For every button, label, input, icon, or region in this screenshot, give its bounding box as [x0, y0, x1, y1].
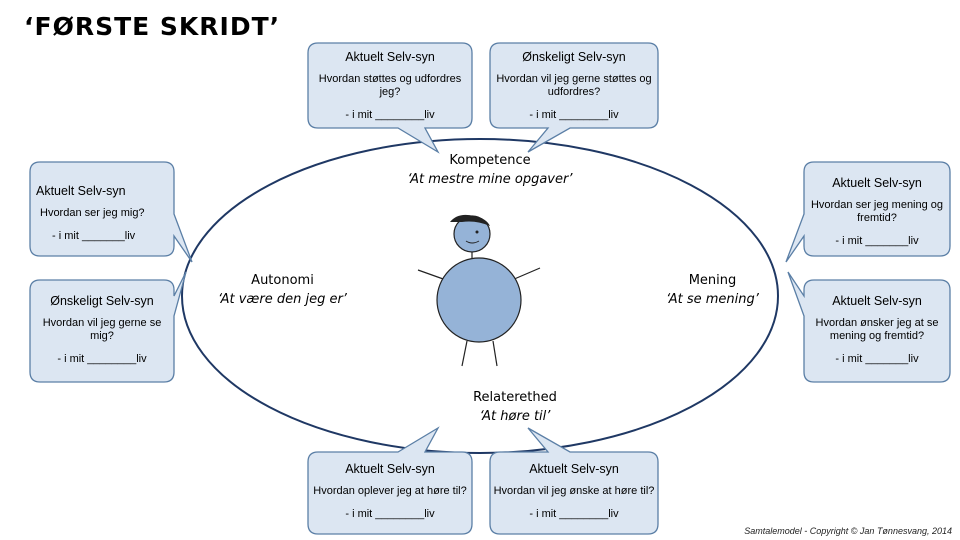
- competence-quote: ‘At mestre mine opgaver’: [407, 172, 573, 187]
- box-left-top: Aktuelt Selv-syn Hvordan ser jeg mig? - …: [32, 185, 172, 243]
- box-fill-line: - i mit _______liv: [835, 235, 919, 247]
- figure-cap: [450, 214, 490, 226]
- figure-body: [436, 257, 522, 343]
- box-fill-line: - i mit _______liv: [52, 230, 136, 242]
- label-relatedness: Relaterethed ‘At høre til’: [420, 388, 610, 426]
- box-heading: Aktuelt Selv-syn: [36, 184, 126, 198]
- competence-name: Kompetence: [449, 153, 531, 168]
- box-heading: Aktuelt Selv-syn: [832, 176, 922, 190]
- box-fill-line: - i mit ________liv: [345, 508, 435, 520]
- box-question: Hvordan vil jeg gerne støttes og udfordr…: [496, 73, 652, 98]
- label-competence: Kompetence ‘At mestre mine opgaver’: [395, 151, 585, 189]
- box-fill-line: - i mit ________liv: [529, 508, 619, 520]
- box-question: Hvordan støttes og udfordres jeg?: [318, 73, 462, 98]
- box-heading: Aktuelt Selv-syn: [345, 50, 435, 64]
- autonomy-name: Autonomi: [251, 273, 314, 288]
- label-autonomy: Autonomi ‘At være den jeg er’: [200, 271, 365, 309]
- box-fill-line: - i mit _______liv: [835, 353, 919, 365]
- figure-mouth: [465, 240, 480, 244]
- relatedness-quote: ‘At høre til’: [479, 409, 551, 424]
- box-question: Hvordan ønsker jeg at se mening og fremt…: [815, 317, 939, 342]
- meaning-name: Mening: [688, 273, 737, 288]
- bubble-top-left: [307, 42, 473, 154]
- box-heading: Aktuelt Selv-syn: [345, 462, 435, 476]
- box-heading: Ønskeligt Selv-syn: [522, 50, 626, 64]
- figure-right-leg: [492, 340, 498, 367]
- box-question: Hvordan vil jeg gerne se mig?: [42, 317, 162, 342]
- box-question: Hvordan ser jeg mening og fremtid?: [810, 199, 944, 224]
- box-bottom-left: Aktuelt Selv-syn Hvordan oplever jeg at …: [308, 463, 472, 521]
- page-title: ‘FØRSTE SKRIDT’: [24, 12, 281, 41]
- figure-eye: [475, 230, 479, 234]
- box-heading: Aktuelt Selv-syn: [529, 462, 619, 476]
- box-top-right: Ønskeligt Selv-syn Hvordan vil jeg gerne…: [490, 51, 658, 122]
- person-figure: [417, 214, 541, 367]
- box-bottom-right: Aktuelt Selv-syn Hvordan vil jeg ønske a…: [490, 463, 658, 521]
- bubble-right-top: [785, 161, 951, 263]
- bubble-bottom-left: [307, 426, 473, 535]
- copyright-footer: Samtalemodel - Copyright © Jan Tønnesvan…: [744, 526, 952, 536]
- bubble-top-right: [489, 42, 659, 153]
- box-question: Hvordan ser jeg mig?: [40, 207, 145, 219]
- figure-right-arm: [511, 267, 541, 281]
- box-heading: Ønskeligt Selv-syn: [50, 294, 154, 308]
- meaning-quote: ‘At se mening’: [666, 292, 759, 307]
- box-right-bottom: Aktuelt Selv-syn Hvordan ønsker jeg at s…: [806, 295, 948, 366]
- box-question: Hvordan oplever jeg at høre til?: [313, 485, 467, 497]
- box-fill-line: - i mit ________liv: [529, 109, 619, 121]
- bubble-right-bottom: [787, 271, 951, 383]
- box-fill-line: - i mit ________liv: [345, 109, 435, 121]
- central-ellipse: [181, 138, 779, 454]
- box-top-left: Aktuelt Selv-syn Hvordan støttes og udfo…: [308, 51, 472, 122]
- bubble-bottom-right: [489, 427, 659, 535]
- bubble-left-bottom: [29, 271, 187, 383]
- figure-left-leg: [461, 340, 468, 367]
- bubble-left-top: [29, 161, 193, 263]
- box-question: Hvordan vil jeg ønske at høre til?: [493, 485, 655, 497]
- figure-left-arm: [417, 269, 447, 281]
- box-right-top: Aktuelt Selv-syn Hvordan ser jeg mening …: [806, 177, 948, 248]
- relatedness-name: Relaterethed: [473, 390, 557, 405]
- autonomy-quote: ‘At være den jeg er’: [218, 292, 347, 307]
- callout-bubbles: [29, 42, 951, 535]
- label-meaning: Mening ‘At se mening’: [640, 271, 785, 309]
- box-heading: Aktuelt Selv-syn: [832, 294, 922, 308]
- box-fill-line: - i mit ________liv: [57, 353, 147, 365]
- box-left-bottom: Ønskeligt Selv-syn Hvordan vil jeg gerne…: [32, 295, 172, 366]
